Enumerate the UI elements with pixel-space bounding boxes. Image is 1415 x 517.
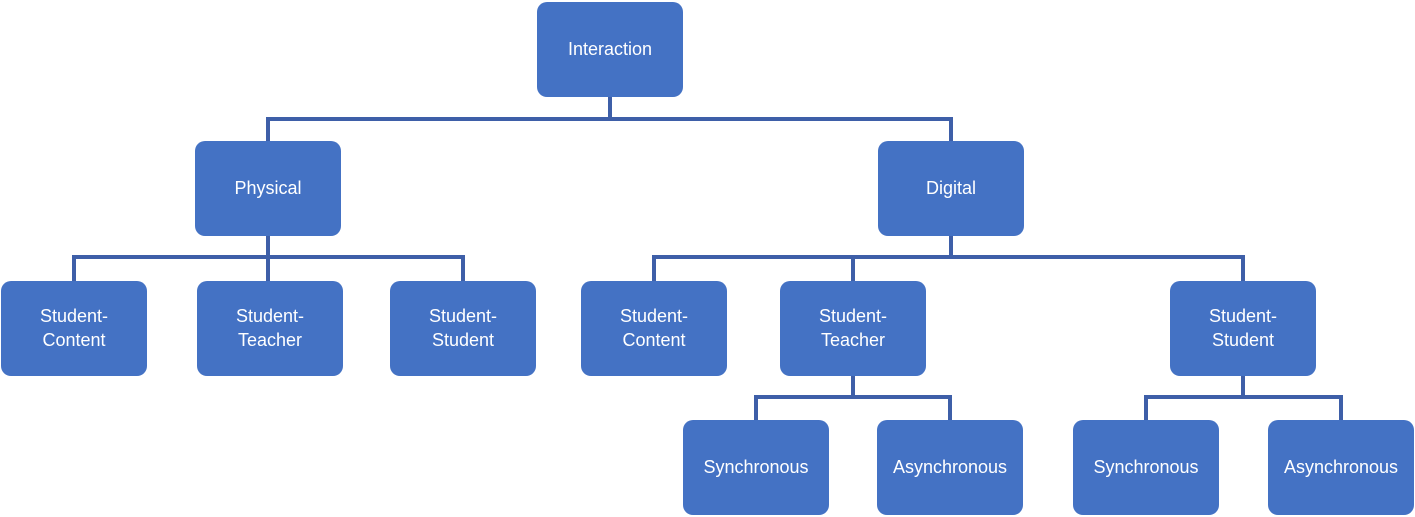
connector-segment (1144, 395, 1343, 399)
connector-segment (266, 117, 270, 141)
node-digital-teacher-asynchronous: Asynchronous (877, 420, 1023, 515)
connector-segment (72, 255, 465, 259)
connector-segment (851, 376, 855, 399)
node-physical: Physical (195, 141, 341, 236)
connector-segment (949, 117, 953, 141)
node-physical-student-content: Student- Content (1, 281, 147, 376)
connector-segment (948, 395, 952, 420)
node-digital-student-teacher: Student- Teacher (780, 281, 926, 376)
connector-segment (754, 395, 758, 420)
connector-segment (1241, 376, 1245, 399)
connector-segment (1144, 395, 1148, 420)
connector-segment (754, 395, 952, 399)
node-digital-student-content: Student- Content (581, 281, 727, 376)
node-physical-student-teacher: Student- Teacher (197, 281, 343, 376)
connector-segment (652, 255, 1245, 259)
connector-segment (608, 97, 612, 121)
node-digital: Digital (878, 141, 1024, 236)
connector-segment (266, 117, 953, 121)
node-physical-student-student: Student- Student (390, 281, 536, 376)
connector-segment (1339, 395, 1343, 420)
connector-segment (72, 255, 76, 281)
connector-segment (851, 255, 855, 281)
connector-segment (1241, 255, 1245, 281)
node-interaction: Interaction (537, 2, 683, 97)
connector-segment (652, 255, 656, 281)
node-digital-teacher-synchronous: Synchronous (683, 420, 829, 515)
node-digital-student-student: Student- Student (1170, 281, 1316, 376)
connector-segment (949, 236, 953, 259)
connector-segment (461, 255, 465, 281)
node-digital-student-asynchronous: Asynchronous (1268, 420, 1414, 515)
node-digital-student-synchronous: Synchronous (1073, 420, 1219, 515)
